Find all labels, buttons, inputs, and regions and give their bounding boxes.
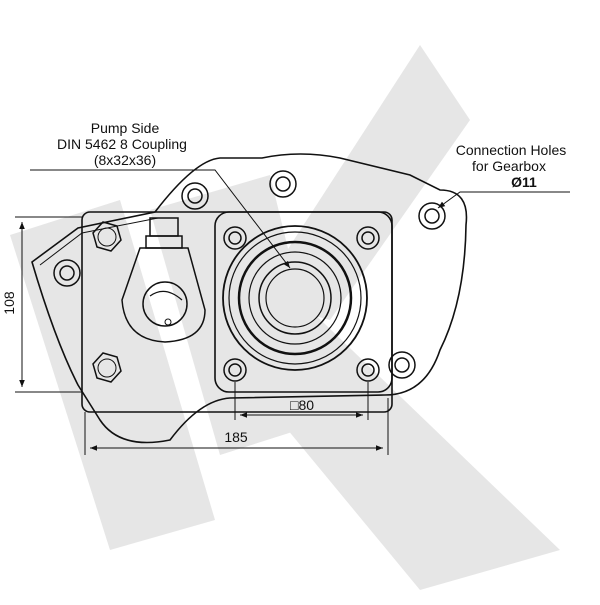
bolt-hole — [388, 351, 416, 379]
bolt-hole — [223, 226, 247, 250]
hex-bolt — [92, 221, 122, 252]
bolt-hole — [356, 226, 380, 250]
bolt-hole — [223, 358, 247, 382]
height-value: 108 — [1, 291, 17, 315]
pump-side-label: Pump Side — [91, 120, 160, 136]
watermark-logo — [10, 45, 560, 590]
pump-side-callout: Pump Side DIN 5462 8 Coupling (8x32x36) — [30, 120, 291, 269]
hex-bolt — [92, 352, 122, 383]
square-dimension: □80 — [234, 382, 369, 420]
pump-side-leader — [30, 169, 291, 269]
coupling-spec-label: DIN 5462 8 Coupling — [57, 136, 187, 152]
bolt-hole — [356, 358, 380, 382]
connection-holes-label: Connection Holes — [456, 142, 567, 158]
bolt-hole — [418, 202, 446, 230]
bearing-plate — [214, 211, 393, 393]
coupling-size-label: (8x32x36) — [94, 152, 156, 168]
coupling-spline — [265, 268, 325, 328]
width-value: 185 — [224, 429, 248, 445]
connection-holes-callout: Connection Holes for Gearbox Ø11 — [437, 142, 570, 209]
bearing-assembly — [222, 225, 368, 371]
height-dimension: 108 — [1, 216, 82, 393]
connection-holes-leader — [437, 191, 570, 209]
square-value: □80 — [290, 397, 314, 413]
bolt-hole — [269, 170, 297, 198]
for-gearbox-label: for Gearbox — [472, 158, 546, 174]
bolt-hole — [181, 182, 209, 210]
hole-diameter-label: Ø11 — [511, 174, 537, 190]
shift-lever — [121, 217, 206, 343]
bolt-hole-group — [53, 170, 446, 382]
width-dimension: 185 — [84, 398, 389, 455]
bolt-hole — [53, 259, 81, 287]
